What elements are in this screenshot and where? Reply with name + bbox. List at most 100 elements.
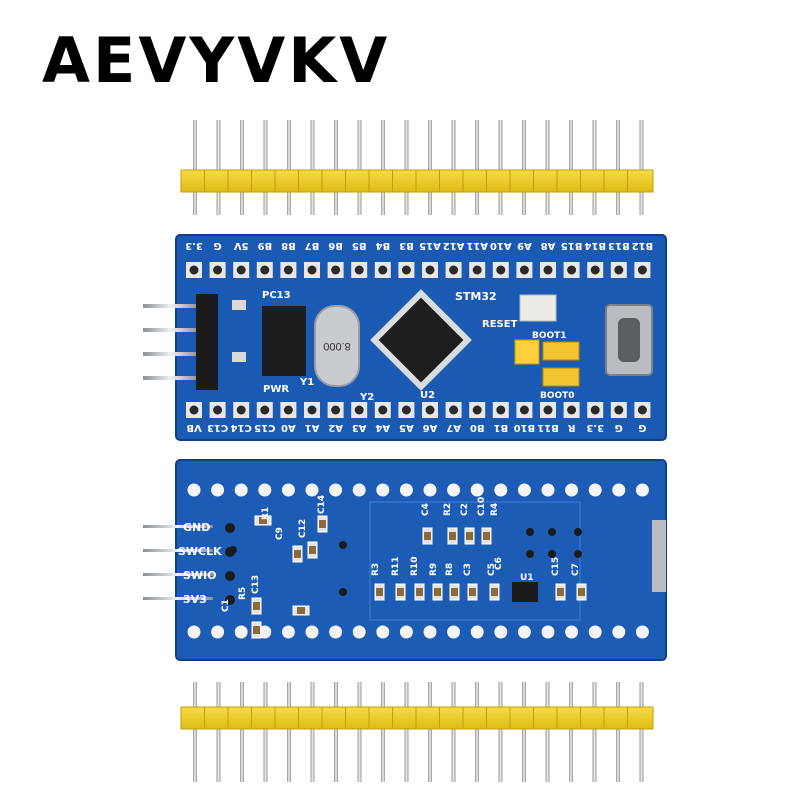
header-pin xyxy=(428,120,432,215)
pin-label: A6 xyxy=(423,422,438,433)
pin-label: B6 xyxy=(328,240,343,251)
through-hole xyxy=(447,483,461,497)
pin-label: A2 xyxy=(328,422,343,433)
component-label: R4 xyxy=(490,503,500,516)
gnd-label: GND xyxy=(183,521,210,534)
pin-label: C14 xyxy=(231,422,252,433)
header-pin xyxy=(498,682,503,782)
pin-label: G xyxy=(615,422,623,433)
pin-label: 3.3 xyxy=(185,240,203,251)
component-label: C10 xyxy=(477,497,487,516)
header-pin xyxy=(592,682,597,782)
boot0-jumper xyxy=(542,367,580,387)
voltage-regulator xyxy=(262,306,306,376)
via xyxy=(574,528,582,536)
through-hole xyxy=(376,483,390,497)
through-hole xyxy=(376,625,390,639)
through-hole xyxy=(612,483,626,497)
header-pin xyxy=(522,120,526,215)
through-hole xyxy=(541,625,555,639)
through-hole xyxy=(470,483,484,497)
via xyxy=(574,550,582,558)
through-hole xyxy=(635,625,649,639)
header-pin xyxy=(240,120,244,215)
through-hole xyxy=(187,483,201,497)
component-label: C9 xyxy=(275,527,285,540)
via xyxy=(339,541,347,549)
hole-row-bottom xyxy=(187,625,649,639)
header-pin xyxy=(334,682,338,782)
header-pin xyxy=(475,120,479,215)
swd-header-back xyxy=(143,525,213,600)
pin-label: VB xyxy=(186,422,201,433)
via xyxy=(339,588,347,596)
component-label: C1 xyxy=(221,599,231,612)
u1-chip xyxy=(512,582,538,602)
header-pin xyxy=(216,120,221,215)
pin-label: A3 xyxy=(352,422,367,433)
component-label: C6 xyxy=(494,557,504,570)
pin-label: B3 xyxy=(399,240,414,251)
header-pin xyxy=(616,120,620,215)
pin-label: A15 xyxy=(419,240,441,251)
through-hole xyxy=(305,483,319,497)
pin-label: B4 xyxy=(375,240,390,251)
component-label: R2 xyxy=(443,503,453,516)
pin-row-bottom xyxy=(186,402,651,418)
pwr-label: PWR xyxy=(263,384,289,395)
brand-logo: AEVYVKV xyxy=(42,24,391,97)
boot0-label: BOOT0 xyxy=(540,391,575,401)
swio-label: SWIO xyxy=(183,569,217,582)
pin-label: A0 xyxy=(281,422,296,433)
header-pin xyxy=(287,682,291,782)
y1-label: Y1 xyxy=(299,377,314,388)
component-label: R10 xyxy=(410,557,420,576)
pc13-label: PC13 xyxy=(262,290,291,301)
component-label: R1 xyxy=(261,507,271,520)
through-hole xyxy=(258,483,272,497)
via xyxy=(548,550,556,558)
pin-label: B15 xyxy=(561,240,583,251)
header-pin xyxy=(404,120,409,215)
pin-label: R xyxy=(567,422,575,433)
via xyxy=(526,550,534,558)
through-hole xyxy=(329,483,343,497)
through-hole xyxy=(281,483,295,497)
crystal-8mhz xyxy=(314,305,360,387)
u2-label: U2 xyxy=(420,390,435,401)
header-pin xyxy=(616,682,620,782)
through-hole xyxy=(305,625,319,639)
header-pin xyxy=(216,682,221,782)
component-label: C7 xyxy=(571,563,581,576)
through-hole xyxy=(187,625,201,639)
header-pin xyxy=(545,682,550,782)
through-hole xyxy=(470,625,484,639)
through-hole xyxy=(565,483,579,497)
through-hole xyxy=(234,483,248,497)
component-label: R5 xyxy=(238,587,248,600)
y2-label: Y2 xyxy=(359,392,374,403)
through-hole xyxy=(447,625,461,639)
pin-label: B14 xyxy=(584,240,606,251)
header-pin xyxy=(193,120,197,215)
pin-label: A5 xyxy=(399,422,414,433)
component-label: C3 xyxy=(463,563,473,576)
pin-label: C13 xyxy=(207,422,228,433)
header-pin xyxy=(592,120,597,215)
via xyxy=(548,528,556,536)
through-hole xyxy=(635,483,649,497)
header-pin xyxy=(287,120,291,215)
header-pin xyxy=(240,682,244,782)
pin-label: B11 xyxy=(537,422,559,433)
header-pin xyxy=(569,120,573,215)
header-pin xyxy=(404,682,409,782)
header-pin xyxy=(451,120,456,215)
pin-label: B1 xyxy=(493,422,508,433)
through-hole xyxy=(211,483,225,497)
via xyxy=(526,528,534,536)
through-hole xyxy=(423,483,437,497)
pin-label: 3.3 xyxy=(586,422,604,433)
through-hole xyxy=(211,625,225,639)
through-hole xyxy=(494,625,508,639)
